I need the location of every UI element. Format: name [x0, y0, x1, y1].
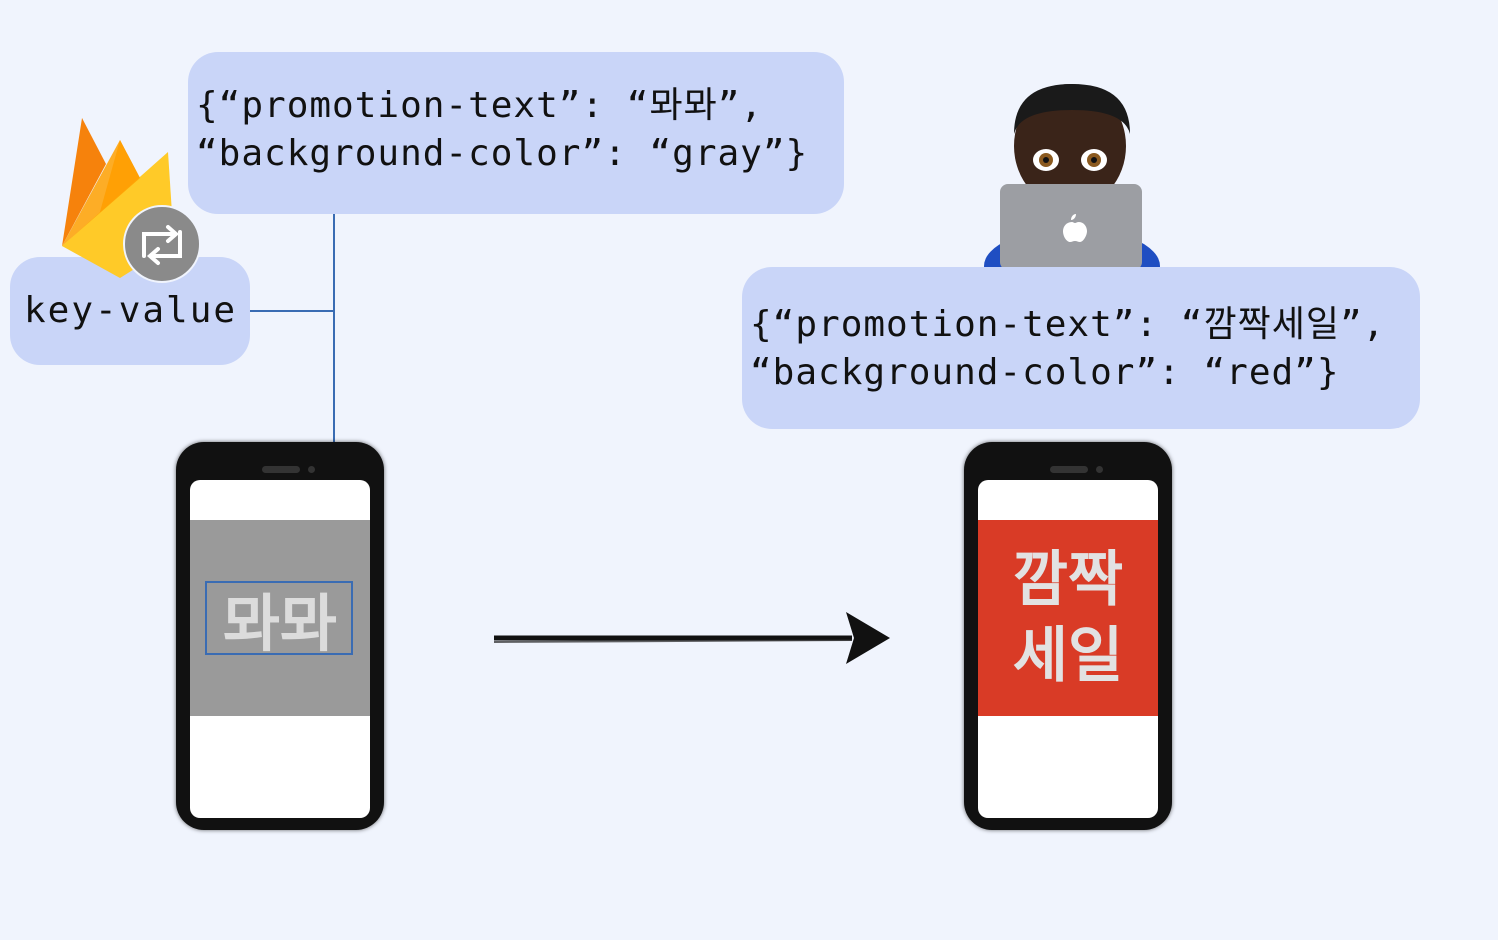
updated-config-bubble: {“promotion-text”: “깜짝세일”, “background-c…: [742, 267, 1420, 429]
updated-config-line-2: “background-color”: “red”}: [750, 352, 1340, 393]
phone-speaker: [1050, 466, 1088, 473]
promotion-text-line-2: 세일: [1012, 621, 1124, 691]
phone-screen: 뫄뫄: [190, 480, 370, 818]
phone-camera: [308, 466, 315, 473]
phone-speaker: [262, 466, 300, 473]
promotion-text-highlight: [205, 581, 353, 655]
swap-arrows-icon: [142, 225, 182, 265]
phone-screen: 깜짝 세일: [978, 480, 1158, 818]
phone-camera: [1096, 466, 1103, 473]
remote-config-line-2: “background-color”: “gray”}: [196, 133, 809, 174]
updated-config-line-1: {“promotion-text”: “깜짝세일”,: [750, 304, 1386, 345]
developer-with-laptop-icon: [984, 84, 1160, 270]
promotion-text: 뫄뫄: [222, 587, 338, 660]
promotion-banner-red: 깜짝 세일: [978, 520, 1158, 716]
phone-before: 뫄뫄: [176, 442, 384, 830]
promotion-text-line-1: 깜짝: [1012, 545, 1124, 615]
remote-config-line-1: {“promotion-text”: “뫄뫄”,: [196, 85, 764, 126]
firebase-remote-config-icon: [62, 118, 201, 283]
key-value-bubble: key-value: [10, 257, 250, 365]
promotion-banner-gray: 뫄뫄: [190, 520, 370, 716]
phone-after: 깜짝 세일: [964, 442, 1172, 830]
key-value-label: key-value: [24, 290, 238, 331]
remote-config-bubble: {“promotion-text”: “뫄뫄”, “background-col…: [188, 52, 844, 214]
